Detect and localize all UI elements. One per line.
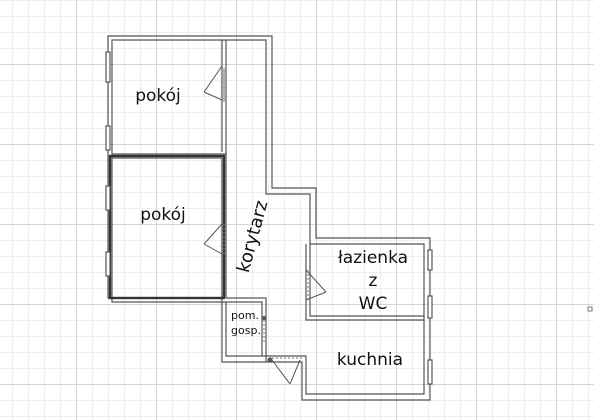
window-left-2 (105, 125, 111, 151)
door-kitchen-hinge (267, 357, 273, 363)
door-kitchen[interactable] (271, 359, 301, 385)
room-pokoj-bottom-outline[interactable] (108, 154, 226, 300)
window-left-3 (105, 185, 111, 211)
label-pom-2: gosp. (231, 324, 261, 337)
window-right-kitchen2 (427, 359, 433, 385)
door-bottom-room[interactable] (203, 223, 223, 255)
door-bathroom[interactable] (305, 269, 327, 301)
label-pokoj-top: pokój (135, 86, 181, 106)
outer-wall-inner (111, 39, 425, 395)
label-kuchnia: kuchnia (337, 350, 403, 370)
label-pokoj-bottom: pokój (140, 205, 186, 225)
window-right-kitchen1 (427, 295, 433, 319)
label-lazienka-3: WC (359, 294, 388, 314)
window-left-4 (105, 251, 111, 277)
wall-pantry (226, 297, 267, 362)
outer-wall-outer (107, 35, 431, 401)
window-left-1 (105, 51, 111, 83)
label-pom-1: pom. (231, 309, 259, 322)
selection-handle[interactable] (587, 306, 593, 312)
wall-top-room-right (221, 40, 227, 152)
door-top-room[interactable] (203, 65, 225, 101)
label-korytarz: korytarz (233, 198, 272, 275)
label-lazienka-2: z (369, 271, 378, 291)
wall-bathroom (305, 244, 424, 321)
window-right-bath (427, 249, 433, 271)
wall-bottom-room-right (221, 152, 227, 298)
wall-between-rooms (112, 153, 226, 159)
label-lazienka-1: łazienka (338, 248, 408, 268)
